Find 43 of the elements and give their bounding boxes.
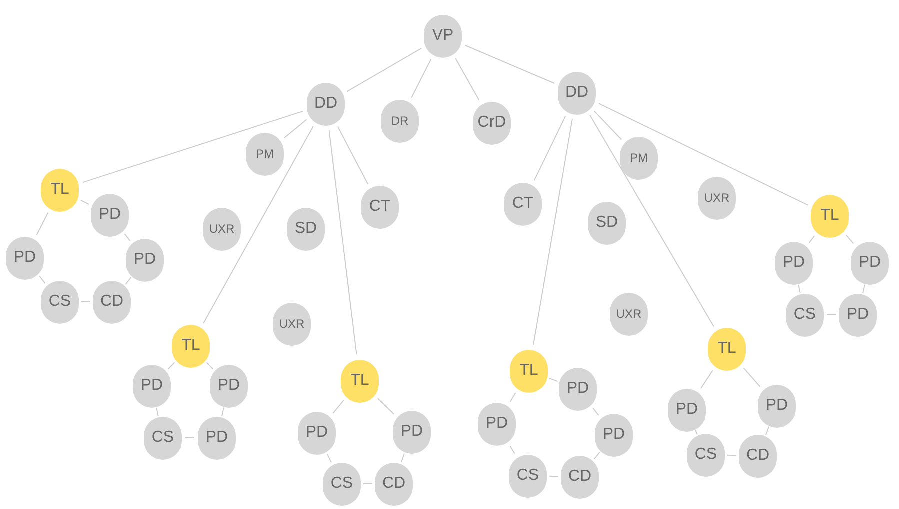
connector-line [798, 284, 801, 294]
connector-line [826, 314, 836, 316]
connector-line [168, 362, 176, 370]
connector-line [411, 58, 432, 98]
connector-line [808, 235, 816, 244]
connector-line [284, 119, 308, 139]
connector-line [124, 233, 131, 242]
connector-line [594, 110, 622, 140]
connector-line [156, 407, 159, 417]
connector-line [222, 407, 224, 417]
connector-line [203, 126, 314, 324]
connector-line [82, 110, 304, 184]
connector-line [455, 58, 480, 102]
connector-line [590, 114, 714, 328]
connector-line [765, 426, 770, 436]
connector-line [401, 453, 405, 463]
connector-line [594, 452, 600, 460]
connector-line [862, 284, 866, 294]
connector-line [533, 118, 573, 346]
connector-line [125, 276, 132, 286]
connector-line [549, 476, 559, 478]
connector-line [327, 454, 332, 464]
connector-line [598, 103, 809, 206]
connector-line [700, 370, 714, 390]
connector-line [592, 408, 600, 416]
connector-line [743, 368, 761, 388]
connector-line [377, 398, 395, 415]
connector-line [206, 362, 214, 370]
connector-line [695, 430, 698, 436]
connector-line [39, 276, 46, 284]
connector-line [510, 446, 516, 454]
connector-line [548, 378, 558, 382]
connector-line [332, 400, 344, 414]
connector-line [80, 200, 90, 205]
connector-line [727, 454, 737, 456]
connector-line [846, 234, 854, 244]
connector-line [464, 45, 556, 84]
connector-line [510, 392, 516, 402]
connector-line [338, 126, 368, 185]
connector-line [346, 48, 422, 92]
connector-line [534, 116, 566, 182]
connector-line [36, 212, 49, 236]
connector-line [328, 130, 358, 356]
